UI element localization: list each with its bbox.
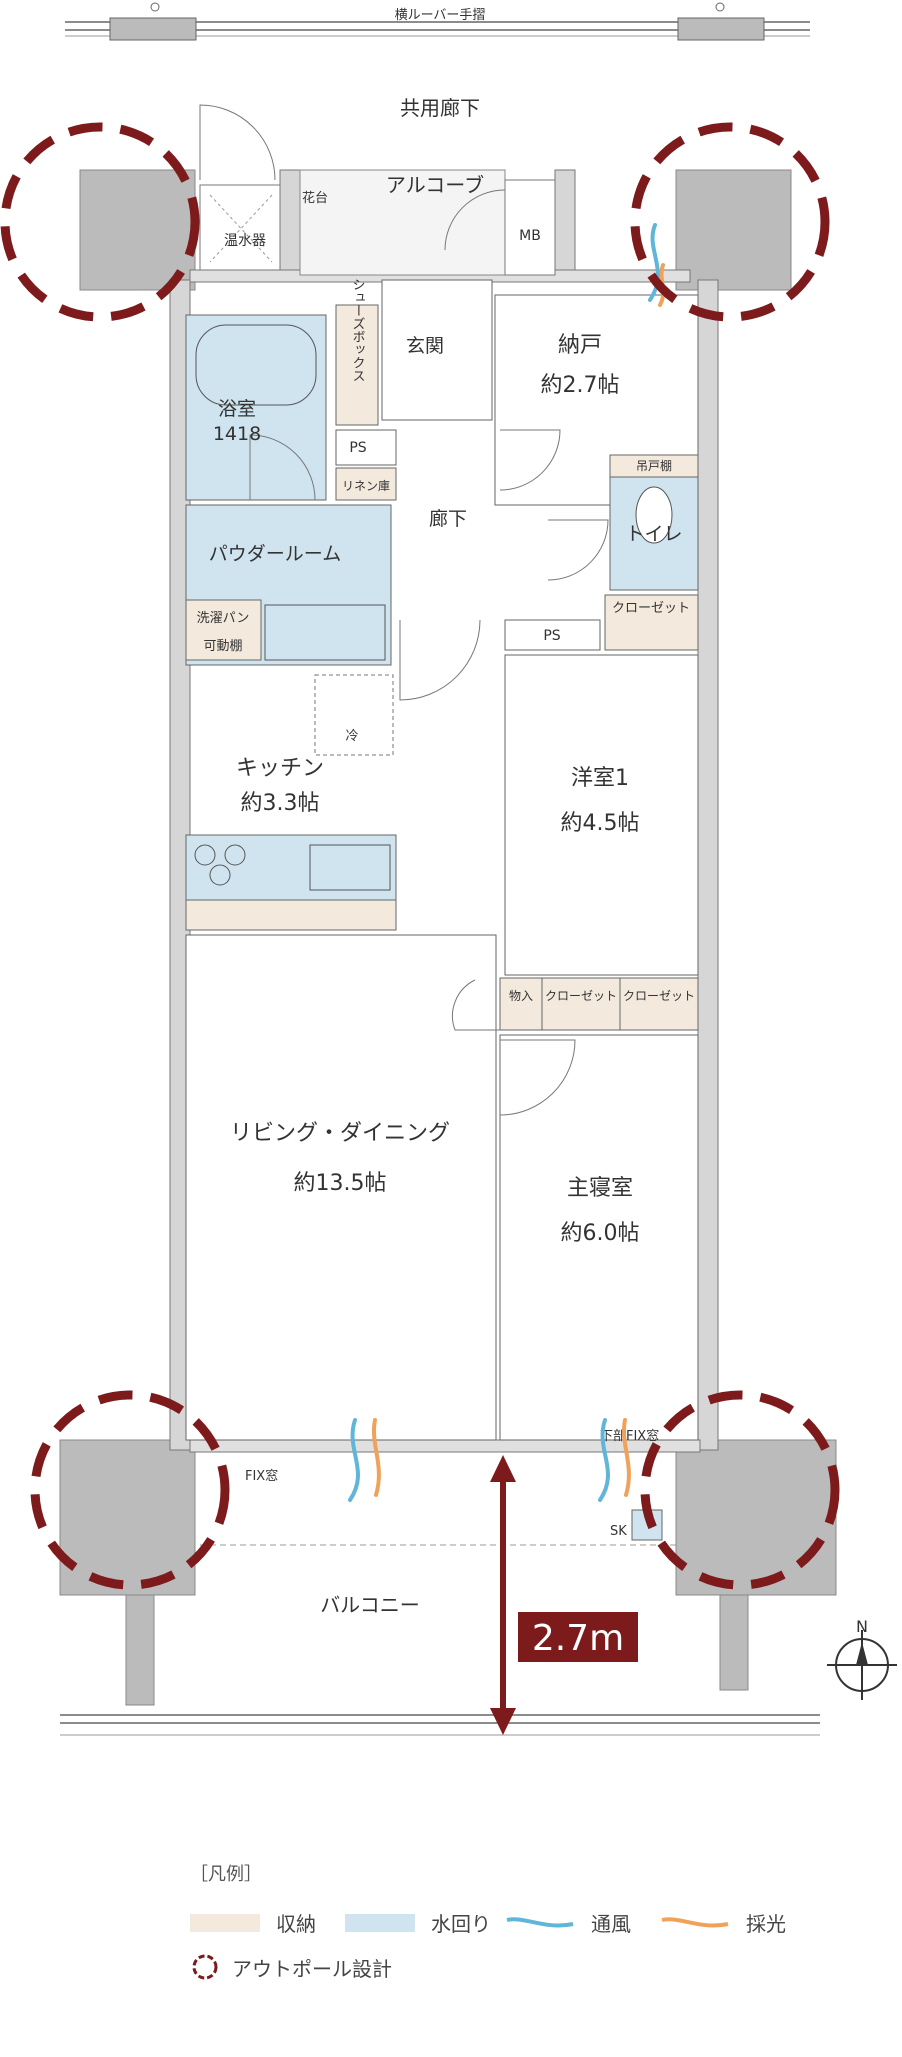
legend-water-label: 水回り [431,1912,491,1936]
outpole-icon [192,1954,218,1980]
balcony-rails [60,1544,820,1736]
rooms [185,279,699,1541]
top-louver-handrail [65,2,810,41]
mb-box [504,179,556,276]
mb-label: MB [519,228,541,244]
corridor-label: 共用廊下 [400,96,480,120]
flower-bed-label: 花台 [302,190,328,206]
fix-window-label: FIX窓 [245,1468,278,1484]
north-label: N [856,1617,868,1636]
airflow-marks [348,223,666,1502]
bath-size: 1418 [213,423,261,445]
water-heater-label: 温水器 [224,233,266,249]
shoe-box-label: シューズボックス [350,278,365,382]
master-label: 主寝室 [567,1176,633,1201]
legend-ventilation: 通風 [505,1908,631,1937]
kitchen-label: キッチン [236,756,324,781]
legend-outpole: アウトポール設計 [190,1952,392,1982]
toilet-label: トイレ [625,523,682,545]
master-size: 約6.0帖 [561,1221,640,1246]
ps-label: PS [349,440,366,456]
western-room-label: 洋室1 [571,766,629,791]
storage-small-label: 物入 [509,989,533,1003]
louver-label: 横ルーバー手摺 [395,8,486,23]
hallway-label: 廊下 [429,508,467,530]
closet-mid-b-label: クローゼット [623,989,695,1003]
outer-walls [169,169,719,1453]
legend-storage: 収納 [190,1908,316,1937]
outpole-circles [0,122,840,1590]
closet-top-label: クローゼット [612,601,690,616]
balcony-depth-arrow [490,1455,638,1735]
water-swatch [345,1913,415,1932]
legend-daylight-label: 採光 [746,1912,786,1936]
ldk-size: 約13.5帖 [294,1171,387,1196]
door-swings [249,429,609,1116]
linen-label: リネン庫 [342,479,390,493]
pillars [59,169,837,1706]
hanging-shelf-label: 吊戸棚 [636,458,672,473]
bath-label: 浴室 [218,398,256,420]
legend-header: ［凡例］ [190,1864,262,1885]
north-arrow-icon [827,1630,897,1700]
alcove-label: アルコーブ [386,173,484,197]
lower-fix-window-label: 下部FIX窓 [600,1428,659,1444]
fridge-label: 冷 [345,729,358,744]
legend-ventilation-label: 通風 [591,1912,631,1936]
legend-storage-label: 収納 [276,1912,316,1936]
balcony-depth-label: 2.7m [532,1618,624,1659]
storage-room-label: 納戸 [558,333,602,358]
ps2-label: PS [543,628,560,644]
washer-pan-label: 洗濯パン [197,611,250,626]
storage-room-size: 約2.7帖 [541,373,620,398]
storage-swatch [190,1913,260,1932]
light-icon [661,1916,729,1927]
balcony-label: バルコニー [320,1593,420,1617]
western-room-size: 約4.5帖 [561,811,640,836]
closet-mid-a-label: クローゼット [545,989,617,1003]
wind-icon [506,1916,574,1927]
alcove-area [299,169,506,276]
door-swing-heater [199,104,276,181]
kitchen-size: 約3.3帖 [241,791,320,816]
movable-shelf-label: 可動棚 [203,639,242,654]
powder-room-label: パウダールーム [209,543,341,565]
legend-outpole-label: アウトポール設計 [232,1956,392,1981]
legend-daylight: 採光 [660,1908,786,1937]
legend: ［凡例］ 収納 水回り 通風 採光 アウトポール設計 [190,1860,810,2000]
sk-label: SK [610,1524,627,1539]
legend-water: 水回り [345,1908,491,1937]
entrance-label: 玄関 [406,335,444,357]
ldk-label: リビング・ダイニング [230,1121,450,1146]
door-swing-front [444,189,506,251]
room-labels: 玄関 納戸 約2.7帖 浴室 1418 PS リネン庫 廊下 吊戸棚 トイレ パ… [197,333,695,1246]
water-heater-box [199,184,281,271]
